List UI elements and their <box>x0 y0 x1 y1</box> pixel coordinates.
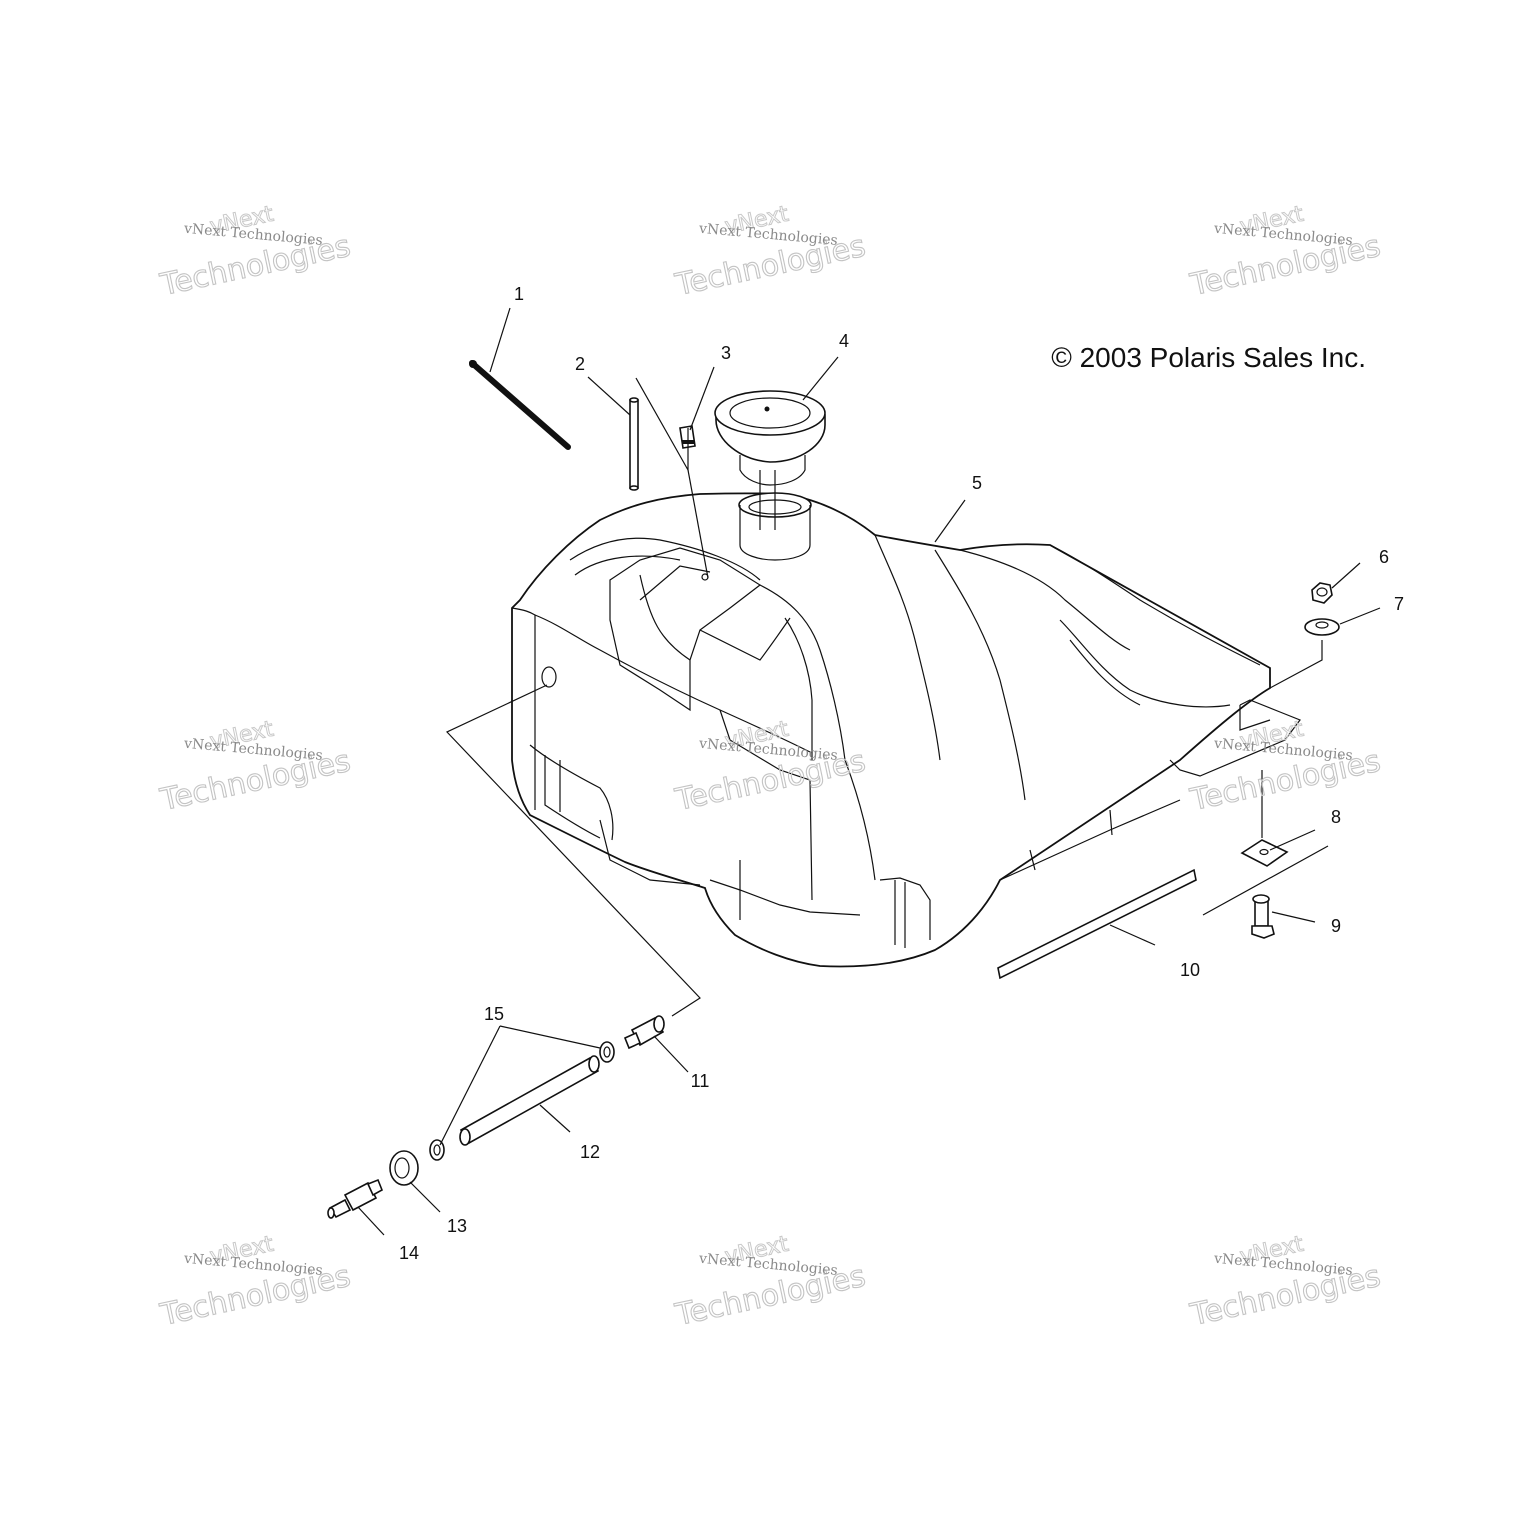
watermark: vNext Technologies vNext Technologies <box>671 1231 869 1333</box>
callout-numbers: 1 2 3 4 5 6 7 8 9 10 11 12 13 14 15 <box>399 284 1404 1263</box>
callout-2: 2 <box>575 354 585 374</box>
part-14-petcock <box>327 1178 384 1219</box>
callout-6: 6 <box>1379 547 1389 567</box>
callout-10: 10 <box>1180 960 1200 980</box>
callout-12: 12 <box>580 1142 600 1162</box>
callout-3: 3 <box>721 343 731 363</box>
watermark: vNext Technologies vNext Technologies <box>156 716 354 818</box>
watermark: vNext Technologies vNext Technologies <box>1186 201 1384 303</box>
callout-11: 11 <box>691 1071 710 1091</box>
part-7-washer <box>1304 618 1340 636</box>
watermark: vNext Technologies vNext Technologies <box>1186 716 1384 818</box>
watermark: vNext Technologies vNext Technologies <box>156 1231 354 1333</box>
callout-13: 13 <box>447 1216 467 1236</box>
callout-4: 4 <box>839 331 849 351</box>
callout-7: 7 <box>1394 594 1404 614</box>
watermark: vNext Technologies vNext Technologies <box>1186 1231 1384 1333</box>
part-2-vent-tube <box>629 397 639 491</box>
callout-5: 5 <box>972 473 982 493</box>
part-13-grommet <box>389 1150 419 1186</box>
part-10-pad-strip <box>997 868 1197 980</box>
part-9-bolt <box>1251 894 1275 939</box>
callout-1: 1 <box>514 284 524 304</box>
callout-8: 8 <box>1331 807 1341 827</box>
leader-lines <box>357 307 1381 1236</box>
callout-9: 9 <box>1331 916 1341 936</box>
copyright-text: © 2003 Polaris Sales Inc. <box>1051 342 1366 373</box>
part-12-hose <box>459 1055 600 1146</box>
watermark: vNext Technologies vNext Technologies <box>156 201 354 303</box>
part-1-strap <box>469 360 571 450</box>
part-8-plate <box>1240 839 1289 867</box>
watermark: vNext Technologies vNext Technologies <box>671 716 869 818</box>
callout-15: 15 <box>484 1004 504 1024</box>
part-4-fuel-cap <box>714 390 826 530</box>
part-6-nut <box>1311 582 1333 604</box>
watermark: vNext Technologies vNext Technologies <box>671 201 869 303</box>
callout-14: 14 <box>399 1243 419 1263</box>
fuel-tank <box>511 492 1301 968</box>
part-11-fitting <box>623 1015 665 1050</box>
